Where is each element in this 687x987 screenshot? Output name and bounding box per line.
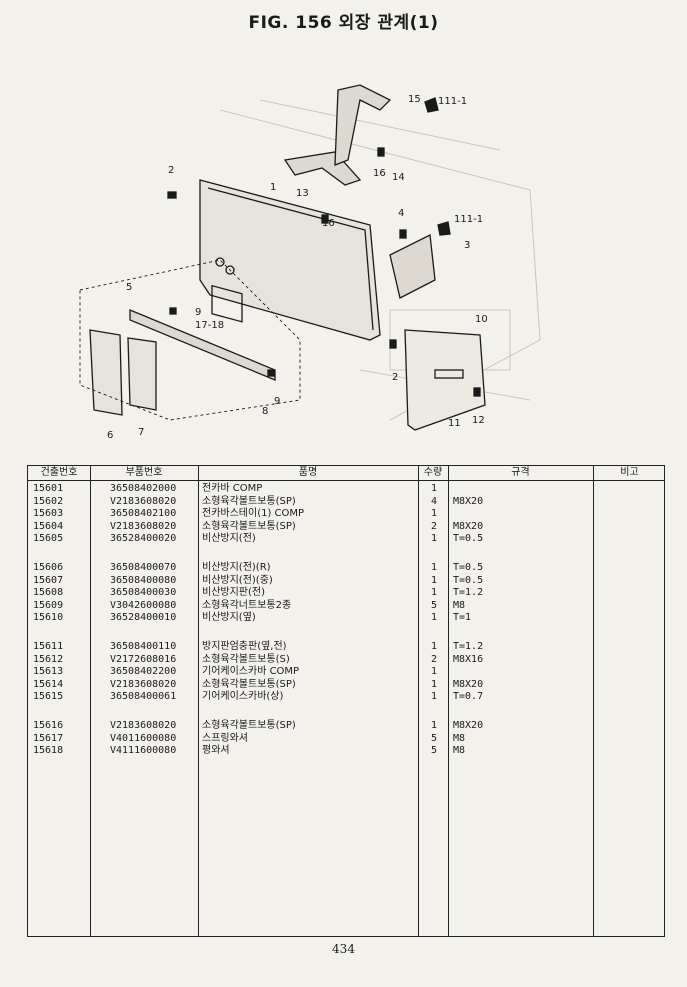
callout-label: 13 <box>296 188 309 199</box>
header-part-no: 부품번호 <box>125 467 163 478</box>
side-plate-part <box>389 234 436 299</box>
header-part-name: 품명 <box>298 467 318 478</box>
callout-label: 10 <box>475 314 488 325</box>
callout-label: 3 <box>464 240 470 251</box>
diagram-callouts: 1 2 2 3 4 5 6 7 8 9 9 10 11 12 13 14 15 … <box>107 94 488 441</box>
header-qty: 수량 <box>423 467 443 478</box>
callout-label: 4 <box>398 208 404 219</box>
callout-label: 14 <box>392 172 405 183</box>
callout-label: 5 <box>126 282 132 293</box>
callout-label: 6 <box>107 430 113 441</box>
callout-label: 11 <box>448 418 461 429</box>
exploded-parts-diagram: 1 2 2 3 4 5 6 7 8 9 9 10 11 12 13 14 15 … <box>79 84 541 441</box>
callout-label: 2 <box>392 372 398 383</box>
callout-label: 16 <box>322 218 335 229</box>
callout-label: 8 <box>262 406 268 417</box>
header-note: 비고 <box>620 467 639 478</box>
page-number: 434 <box>332 942 355 956</box>
header-spec: 규격 <box>511 467 530 478</box>
front-cover-part <box>199 179 381 341</box>
splash-guard-part <box>404 329 486 431</box>
callout-label: 9 <box>274 396 280 407</box>
header-item-no: 건출번호 <box>40 467 78 478</box>
callout-label: 111-1 <box>438 96 467 107</box>
callout-label: 111-1 <box>454 214 483 225</box>
callout-label: 16 <box>373 168 386 179</box>
upper-stay-part <box>334 84 392 166</box>
page-title: FIG. 156 외장 관계(1) <box>248 13 439 33</box>
splash-guard-right-part <box>127 337 157 411</box>
callout-label: 9 <box>195 307 201 318</box>
callout-label: 12 <box>472 415 485 426</box>
bottom-strip-part <box>129 309 276 381</box>
splash-guard-left-part <box>89 329 123 416</box>
callout-label: 7 <box>138 427 144 438</box>
callout-label: 15 <box>408 94 421 105</box>
callout-label: 1 <box>270 182 276 193</box>
callout-label: 17-18 <box>195 320 224 331</box>
callout-label: 2 <box>168 165 174 176</box>
